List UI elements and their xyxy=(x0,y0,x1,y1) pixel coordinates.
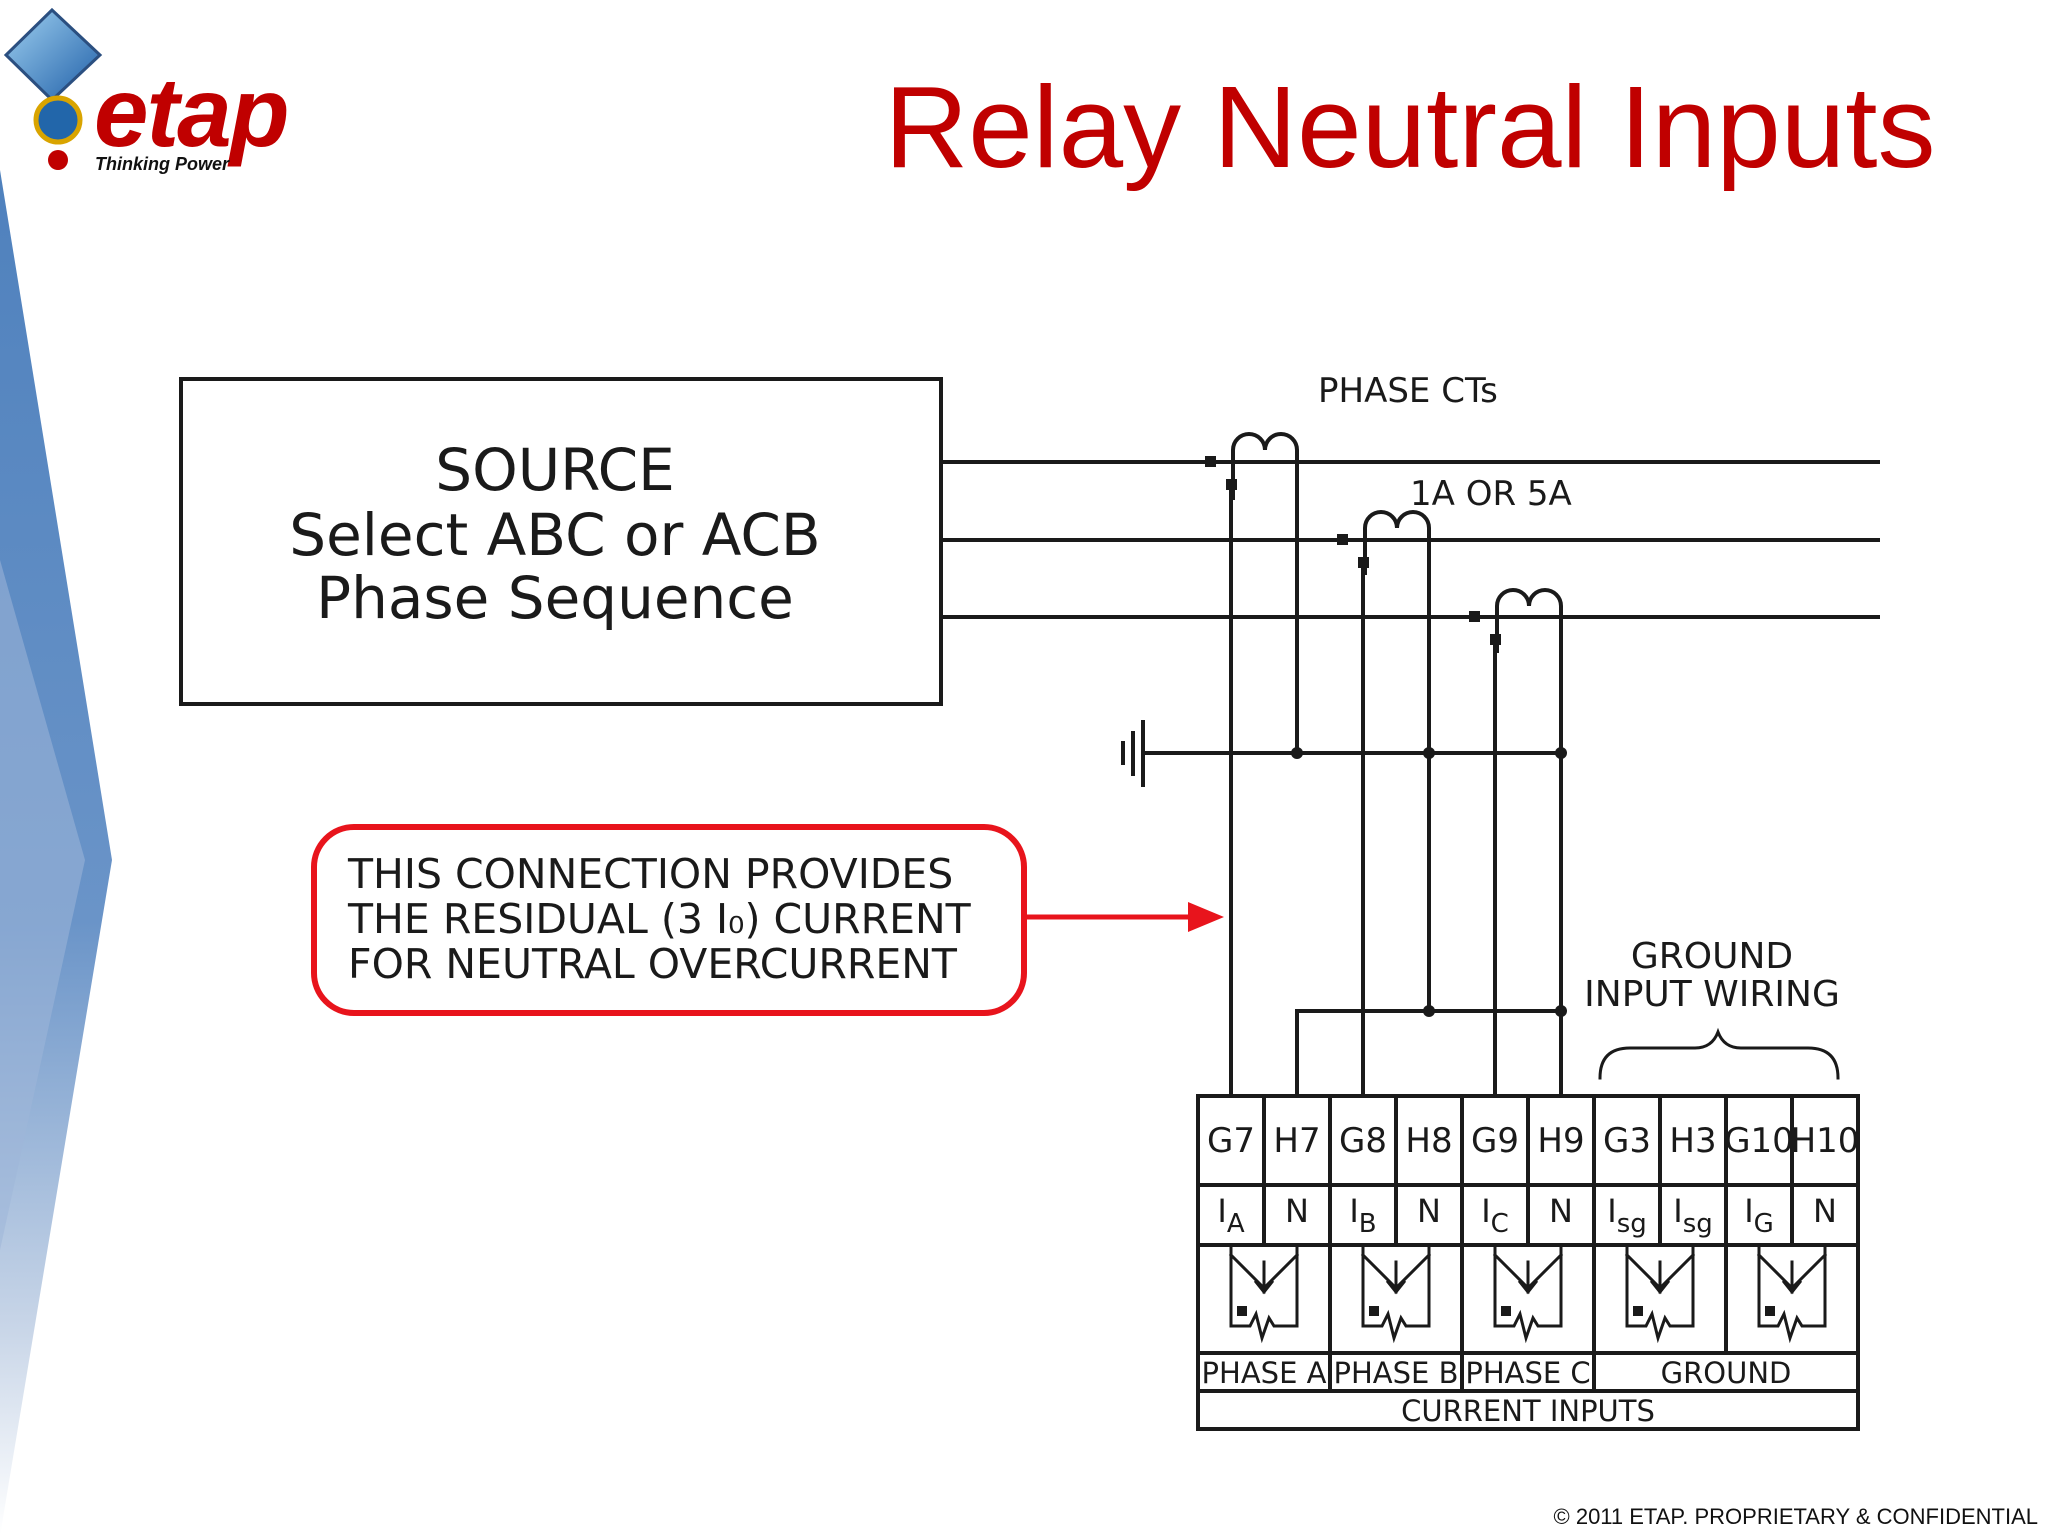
terminal-signal-g9: IC xyxy=(1481,1192,1509,1239)
group-label-phase-c: PHASE C xyxy=(1465,1356,1590,1390)
terminal-signal-h7: N xyxy=(1285,1192,1309,1230)
group-label-phase-b: PHASE B xyxy=(1334,1356,1459,1390)
source-sequence-select: Select ABC or ACB xyxy=(289,501,820,569)
relay-current-element xyxy=(1228,1243,1300,1344)
group-label-ground: GROUND xyxy=(1661,1356,1792,1390)
copyright-footer: © 2011 ETAP. PROPRIETARY & CONFIDENTIAL xyxy=(1553,1504,2038,1529)
ground-wiring-label-2: INPUT WIRING xyxy=(1584,974,1840,1015)
terminal-id-g3: G3 xyxy=(1603,1121,1651,1161)
terminal-id-g7: G7 xyxy=(1207,1121,1255,1161)
terminal-id-h7: H7 xyxy=(1273,1121,1320,1161)
callout-line-3: FOR NEUTRAL OVERCURRENT xyxy=(348,940,958,988)
neutral-return-bus xyxy=(1295,1009,1563,1098)
terminal-signal-h8: N xyxy=(1417,1192,1441,1230)
globe-icon xyxy=(3,7,103,170)
terminal-id-g10: G10 xyxy=(1724,1121,1794,1161)
callout-line-1: THIS CONNECTION PROVIDES xyxy=(347,850,953,898)
current-inputs-label: CURRENT INPUTS xyxy=(1401,1394,1655,1428)
group-label-phase-a: PHASE A xyxy=(1202,1356,1327,1390)
relay-current-element xyxy=(1624,1243,1696,1344)
terminal-id-h10: H10 xyxy=(1791,1121,1860,1161)
terminal-id-g8: G8 xyxy=(1339,1121,1387,1161)
source-phase-sequence: Phase Sequence xyxy=(316,564,794,632)
left-accent-band xyxy=(0,170,112,1536)
terminal-id-h8: H8 xyxy=(1405,1121,1452,1161)
relay-current-element xyxy=(1756,1243,1828,1344)
callout-line-2: THE RESIDUAL (3 I₀) CURRENT xyxy=(347,895,972,943)
terminal-signal-g3: Isg xyxy=(1607,1192,1647,1239)
terminal-block xyxy=(1196,1094,1860,1431)
ground-symbol xyxy=(1121,720,1145,787)
source-label: SOURCE xyxy=(435,436,674,504)
ground-wiring-brace xyxy=(1598,1027,1840,1080)
terminal-signal-h3: Isg xyxy=(1673,1192,1713,1239)
relay-current-element xyxy=(1360,1243,1432,1344)
terminal-id-h9: H9 xyxy=(1537,1121,1584,1161)
logo-wordmark: etap xyxy=(94,57,290,167)
ground-wiring-label-1: GROUND xyxy=(1631,936,1793,977)
ct-phase-b xyxy=(1337,510,1431,575)
etap-logo: etap Thinking Power xyxy=(0,0,340,180)
terminal-signal-g8: IB xyxy=(1349,1192,1376,1239)
terminal-id-g9: G9 xyxy=(1471,1121,1519,1161)
terminal-id-h3: H3 xyxy=(1669,1121,1716,1161)
phase-cts-label: PHASE CTs xyxy=(1318,371,1498,411)
terminal-signal-h10: N xyxy=(1813,1192,1837,1230)
terminal-signal-g7: IA xyxy=(1217,1192,1244,1239)
terminal-signal-g10: IG xyxy=(1744,1192,1774,1239)
terminal-signal-h9: N xyxy=(1549,1192,1573,1230)
ct-phase-c xyxy=(1469,588,1563,653)
ct-phase-a xyxy=(1205,432,1299,500)
residual-callout-box xyxy=(311,824,1027,1016)
relay-current-element xyxy=(1492,1243,1564,1344)
logo-tagline: Thinking Power xyxy=(95,154,230,174)
callout-arrowhead xyxy=(1188,902,1224,932)
page-title: Relay Neutral Inputs xyxy=(884,62,1936,192)
ct-rating-label: 1A OR 5A xyxy=(1410,474,1572,514)
